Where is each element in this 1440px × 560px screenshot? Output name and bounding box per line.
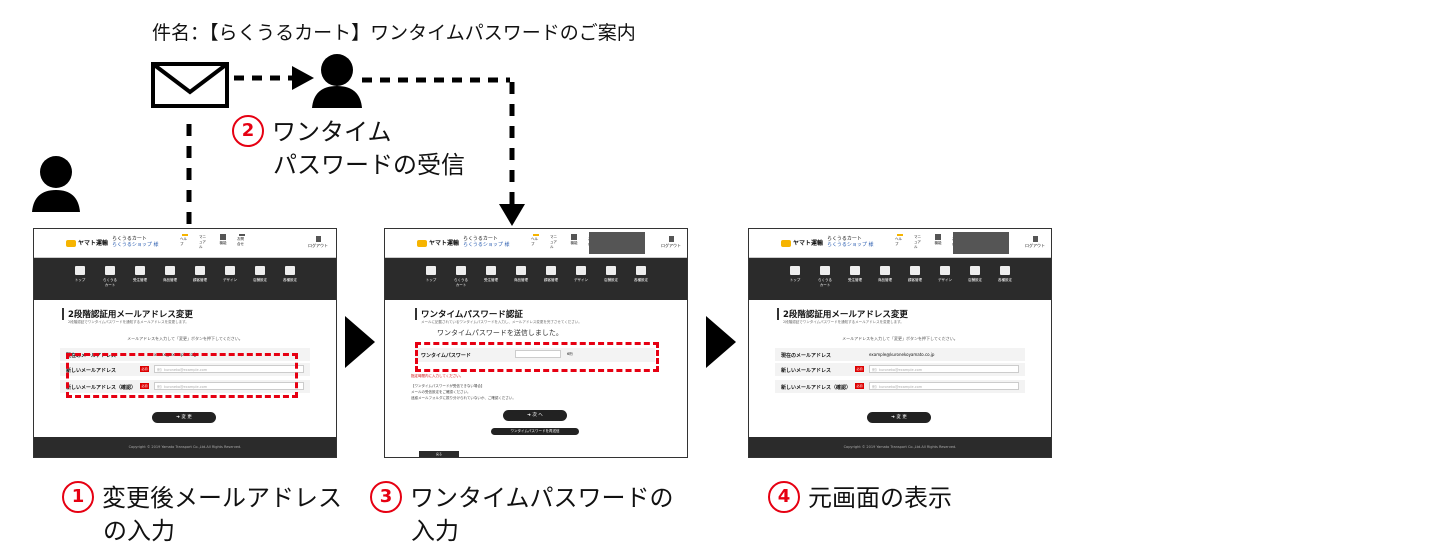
change-button[interactable]: ➜ 変 更: [152, 412, 216, 423]
nav-orders[interactable]: 受注管理: [483, 266, 499, 300]
main-nav: トップ らくうるカート 受注管理 商品管理 顧客管理 デザイン 店舗設定 各種設…: [34, 258, 336, 300]
page-title: 2段階認証用メールアドレス変更: [777, 308, 908, 320]
page-title: 2段階認証用メールアドレス変更: [62, 308, 193, 320]
feature-icon[interactable]: 機能: [933, 234, 943, 247]
nav-customers[interactable]: 顧客管理: [543, 266, 559, 300]
nav-orders[interactable]: 受注管理: [847, 266, 863, 300]
new-email-row: 新しいメールアドレス必須 例）kuroneko@example.com: [60, 363, 310, 376]
arrow-down-icon: [499, 204, 525, 226]
brand-logo: ヤマト運輸: [417, 238, 459, 247]
screenshot-email-change: ヤマト運輸 らくうるカートらくうるショップ 様 ヘルプ マニュアル 機能 お問合…: [33, 228, 337, 458]
manual-icon[interactable]: マニュアル: [914, 235, 921, 249]
nav-design[interactable]: デザイン: [222, 266, 238, 300]
new-email-row: 新しいメールアドレス必須 例）kuroneko@example.com: [775, 363, 1025, 376]
highlight-box: [66, 353, 298, 398]
manual-icon[interactable]: マニュアル: [550, 235, 557, 249]
resend-button[interactable]: ワンタイムパスワードを再送信: [491, 428, 579, 435]
help-icon[interactable]: ヘルプ: [180, 234, 190, 247]
confirm-email-input[interactable]: 例）kuroneko@example.com: [869, 382, 1019, 390]
sent-message: ワンタイムパスワードを送信しました。: [437, 329, 563, 337]
nav-design[interactable]: デザイン: [573, 266, 589, 300]
new-email-input[interactable]: 例）kuroneko@example.com: [154, 365, 304, 373]
nav-store[interactable]: 店舗設定: [252, 266, 268, 300]
nav-settings[interactable]: 各種設定: [997, 266, 1013, 300]
next-step-arrow-icon: [345, 316, 375, 368]
nav-products[interactable]: 商品管理: [162, 266, 178, 300]
user-menu[interactable]: [953, 232, 1009, 254]
footer: Copyright © 2019 Yamato Transport Co.,Lt…: [749, 437, 1051, 457]
page-title: ワンタイムパスワード認証: [415, 308, 523, 320]
nav-cart[interactable]: らくうるカート: [817, 266, 833, 300]
nav-products[interactable]: 商品管理: [877, 266, 893, 300]
help-icon[interactable]: ヘルプ: [531, 234, 541, 247]
nav-settings[interactable]: 各種設定: [282, 266, 298, 300]
nav-customers[interactable]: 顧客管理: [907, 266, 923, 300]
nav-cart[interactable]: らくうるカート: [453, 266, 469, 300]
manual-icon[interactable]: マニュアル: [199, 235, 206, 249]
back-button[interactable]: 戻る: [419, 451, 459, 457]
nav-design[interactable]: デザイン: [937, 266, 953, 300]
nav-top[interactable]: トップ: [423, 266, 439, 300]
highlight-box: [415, 342, 659, 372]
feature-icon[interactable]: 機能: [218, 234, 228, 247]
change-button[interactable]: ➜ 変 更: [867, 412, 931, 423]
otp-row: ワンタイムパスワード 6桁: [415, 348, 655, 362]
nav-orders[interactable]: 受注管理: [132, 266, 148, 300]
nav-top[interactable]: トップ: [787, 266, 803, 300]
nav-products[interactable]: 商品管理: [513, 266, 529, 300]
next-step-arrow-icon: [706, 316, 736, 368]
nav-store[interactable]: 店舗設定: [967, 266, 983, 300]
footer: Copyright © 2019 Yamato Transport Co.,Lt…: [34, 437, 336, 457]
step-number-badge: 2: [232, 115, 264, 147]
help-icon[interactable]: ヘルプ: [895, 234, 905, 247]
brand-logo: ヤマト運輸: [66, 238, 108, 247]
brand-logo: ヤマト運輸: [781, 238, 823, 247]
app-header: ヤマト運輸 らくうるカートらくうるショップ 様 ヘルプ マニュアル 機能 お問合…: [34, 229, 336, 258]
contact-icon[interactable]: お問合せ: [237, 234, 247, 247]
email-subject: 件名：【らくうるカート】ワンタイムパスワードのご案内: [152, 22, 636, 44]
next-button[interactable]: ➜ 次 へ: [503, 410, 567, 421]
step-number-badge: 3: [370, 481, 402, 513]
nav-top[interactable]: トップ: [72, 266, 88, 300]
confirm-email-input[interactable]: 例）kuroneko@example.com: [154, 382, 304, 390]
arrow-right-icon: [292, 66, 314, 90]
step-number-badge: 4: [768, 481, 800, 513]
confirm-email-row: 新しいメールアドレス（確認）必須 例）kuroneko@example.com: [60, 380, 310, 393]
step-number-badge: 1: [62, 481, 94, 513]
logout-button[interactable]: ログアウト: [308, 236, 328, 249]
nav-customers[interactable]: 顧客管理: [192, 266, 208, 300]
new-email-input[interactable]: 例）kuroneko@example.com: [869, 365, 1019, 373]
nav-settings[interactable]: 各種設定: [633, 266, 649, 300]
logout-button[interactable]: ログアウト: [661, 236, 681, 249]
feature-icon[interactable]: 機能: [569, 234, 579, 247]
confirm-email-row: 新しいメールアドレス（確認）必須 例）kuroneko@example.com: [775, 380, 1025, 393]
person-icon: [312, 54, 362, 108]
logout-button[interactable]: ログアウト: [1025, 236, 1045, 249]
nav-store[interactable]: 店舗設定: [603, 266, 619, 300]
person-icon: [32, 156, 80, 212]
nav-cart[interactable]: らくうるカート: [102, 266, 118, 300]
otp-input[interactable]: [515, 350, 561, 358]
user-menu[interactable]: [589, 232, 645, 254]
envelope-icon: [151, 62, 229, 108]
